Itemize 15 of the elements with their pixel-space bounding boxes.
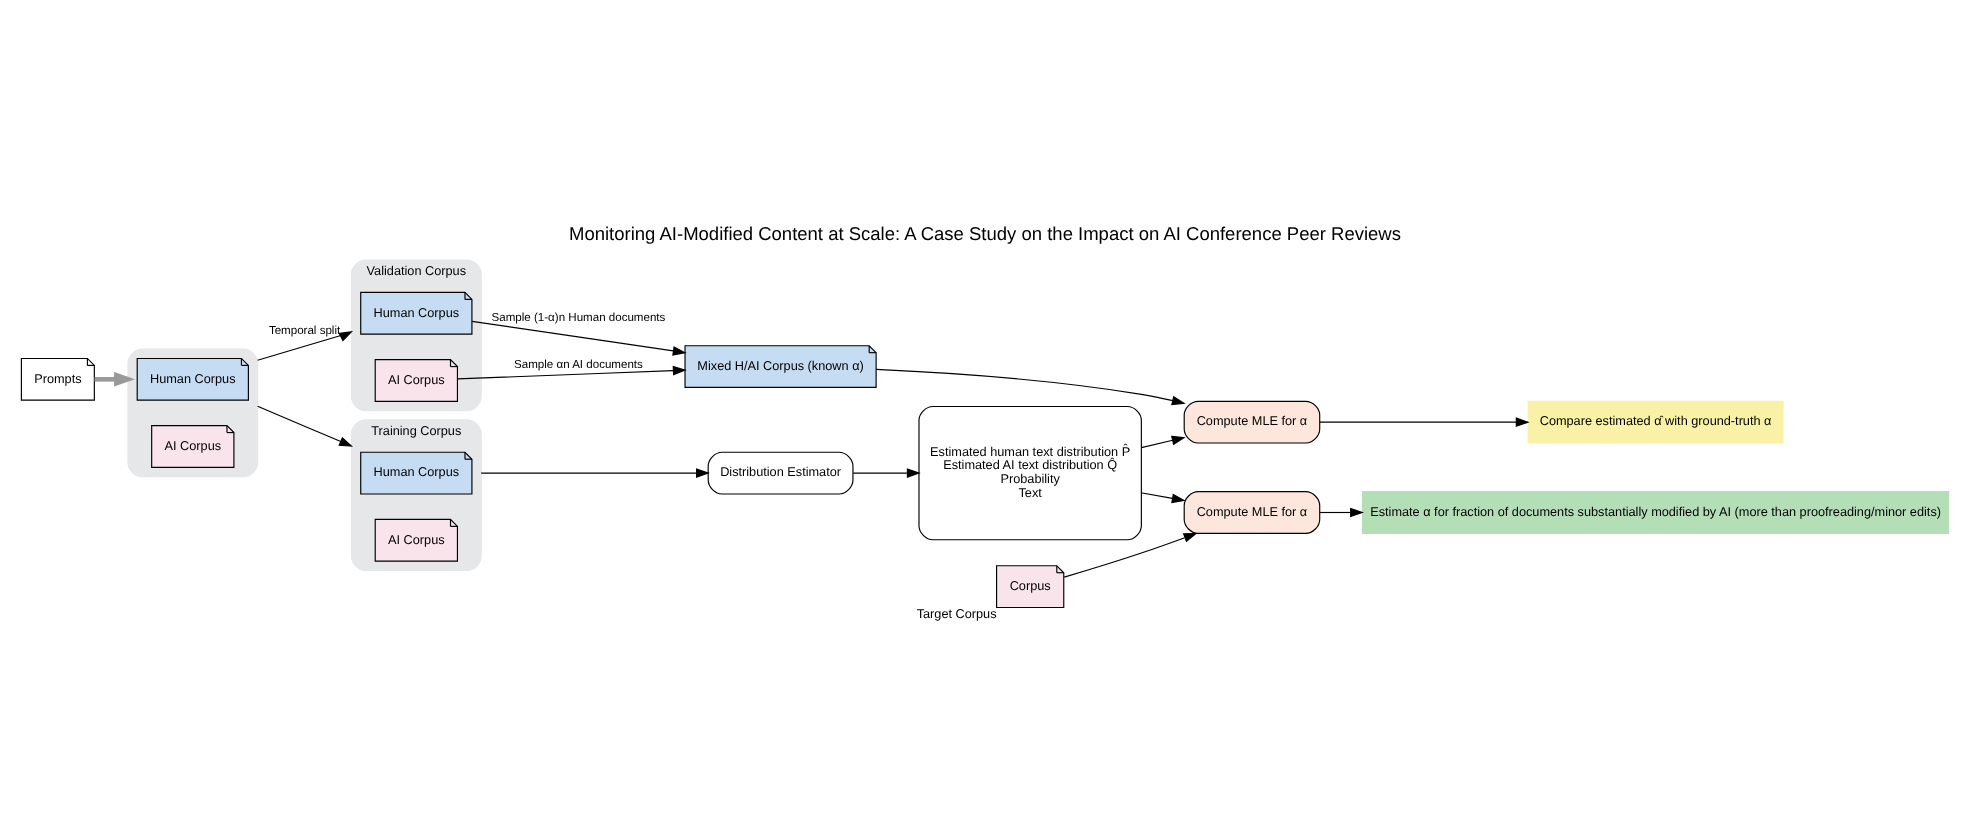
arrow [1319, 416, 1530, 427]
arrow [1140, 434, 1186, 448]
arrow [257, 330, 354, 360]
arrow [875, 367, 1186, 405]
diagram-title: Monitoring AI-Modified Content at Scale: A Case Study on the Impact on AI Conference Peer Reviews [569, 223, 1401, 244]
cluster [127, 347, 259, 477]
arrow [852, 467, 921, 477]
arrow [1140, 491, 1186, 503]
arrow [471, 319, 687, 355]
arrow [1063, 531, 1198, 577]
arrow [457, 364, 687, 379]
arrow [480, 467, 710, 477]
arrow [1319, 506, 1364, 517]
arrow [257, 404, 354, 446]
arrow [94, 371, 135, 386]
